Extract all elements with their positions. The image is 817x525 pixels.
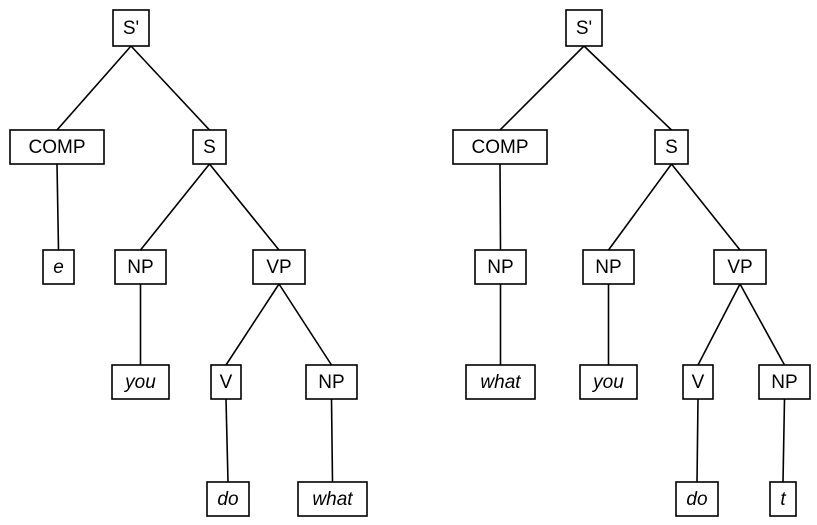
tree-node-R-do[interactable]: do (675, 481, 719, 517)
left-tree-edges (56, 45, 334, 483)
node-box-L-what (297, 481, 368, 517)
tree-node-L-what[interactable]: what (297, 481, 368, 517)
edges-layer (56, 45, 786, 483)
tree-node-R-COMP[interactable]: COMP (452, 129, 548, 165)
node-box-R-what (465, 364, 536, 400)
node-label-R-VP: VP (727, 257, 752, 278)
tree-node-L-COMP[interactable]: COMP (9, 129, 105, 165)
node-box-L-COMP (9, 129, 105, 165)
tree-node-L-Sbar[interactable]: S' (112, 9, 150, 47)
tree-edge-L-VP-to-L-V (225, 283, 280, 366)
tree-edge-R-S-to-R-NP1 (607, 163, 673, 251)
node-label-R-NP1: NP (595, 257, 621, 278)
tree-edge-R-Sbar-to-R-COMP (499, 45, 585, 131)
tree-node-L-V[interactable]: V (210, 364, 242, 400)
node-box-L-do (206, 481, 250, 517)
node-box-R-Sbar (565, 9, 603, 47)
node-box-R-NP0 (474, 249, 527, 285)
node-box-L-S (192, 129, 227, 165)
tree-edge-L-V-to-L-do (225, 398, 229, 483)
tree-node-R-NP1[interactable]: NP (582, 249, 635, 285)
tree-node-L-VP[interactable]: VP (252, 249, 306, 285)
tree-edge-R-COMP-to-R-NP0 (499, 163, 502, 251)
node-box-R-COMP (452, 129, 548, 165)
tree-node-R-you[interactable]: you (579, 364, 638, 400)
tree-edge-R-Sbar-to-R-S (583, 45, 673, 131)
node-label-L-COMP: COMP (29, 137, 86, 158)
tree-edge-L-Sbar-to-L-COMP (56, 45, 132, 131)
node-label-L-what: what (312, 489, 353, 510)
tree-edge-L-NP2-to-L-what (330, 398, 334, 483)
node-label-L-e: e (53, 257, 64, 278)
tree-edge-L-COMP-to-L-e (56, 163, 60, 251)
node-box-L-e (42, 249, 75, 285)
node-label-R-Sbar: S' (576, 18, 592, 39)
tree-node-R-S[interactable]: S (654, 129, 689, 165)
tree-edge-L-VP-to-L-NP2 (278, 283, 333, 366)
node-label-R-V: V (692, 372, 705, 393)
tree-node-R-Sbar[interactable]: S' (565, 9, 603, 47)
node-label-L-S: S (203, 137, 216, 158)
node-label-R-do: do (686, 489, 707, 510)
tree-edge-L-S-to-L-NP1 (139, 163, 211, 251)
node-box-L-Sbar (112, 9, 150, 47)
node-label-L-Sbar: S' (123, 18, 139, 39)
node-label-R-t: t (780, 489, 786, 510)
node-label-L-NP1: NP (127, 257, 153, 278)
right-tree-nodes: S' COMP S NP NP VP what you V NP do t (452, 9, 811, 517)
tree-node-L-you[interactable]: you (111, 364, 170, 400)
right-tree-edges (499, 45, 786, 483)
tree-node-R-NP2[interactable]: NP (758, 364, 811, 400)
node-box-R-V (682, 364, 714, 400)
node-label-L-VP: VP (266, 257, 291, 278)
node-box-L-you (111, 364, 170, 400)
tree-edge-R-VP-to-R-V (697, 283, 741, 366)
node-label-L-do: do (217, 489, 238, 510)
tree-edge-L-Sbar-to-L-S (130, 45, 211, 131)
node-box-R-do (675, 481, 719, 517)
tree-edge-R-NP2-to-R-t (782, 398, 786, 483)
node-label-R-NP2: NP (771, 372, 797, 393)
tree-edge-R-V-to-R-do (696, 398, 699, 483)
node-label-L-NP2: NP (318, 372, 344, 393)
tree-node-R-V[interactable]: V (682, 364, 714, 400)
tree-node-L-NP1[interactable]: NP (114, 249, 167, 285)
node-label-R-NP0: NP (487, 257, 513, 278)
tree-edge-R-S-to-R-VP (670, 163, 741, 251)
node-box-L-NP1 (114, 249, 167, 285)
node-label-R-COMP: COMP (472, 137, 529, 158)
node-box-R-S (654, 129, 689, 165)
tree-node-R-VP[interactable]: VP (713, 249, 767, 285)
tree-node-L-NP2[interactable]: NP (305, 364, 358, 400)
node-box-R-you (579, 364, 638, 400)
node-box-R-VP (713, 249, 767, 285)
tree-node-L-S[interactable]: S (192, 129, 227, 165)
node-box-L-V (210, 364, 242, 400)
node-box-L-VP (252, 249, 306, 285)
node-label-R-you: you (591, 372, 624, 393)
tree-node-R-what[interactable]: what (465, 364, 536, 400)
node-label-R-what: what (480, 372, 521, 393)
node-label-L-V: V (220, 372, 233, 393)
node-label-R-S: S (665, 137, 678, 158)
node-label-L-you: you (123, 372, 156, 393)
tree-edge-R-VP-to-R-NP2 (739, 283, 786, 366)
tree-node-R-t[interactable]: t (769, 481, 797, 517)
node-box-L-NP2 (305, 364, 358, 400)
tree-edge-L-S-to-L-VP (208, 163, 280, 251)
tree-node-R-NP0[interactable]: NP (474, 249, 527, 285)
tree-node-L-do[interactable]: do (206, 481, 250, 517)
node-box-R-t (769, 481, 797, 517)
node-box-R-NP1 (582, 249, 635, 285)
tree-node-L-e[interactable]: e (42, 249, 75, 285)
node-box-R-NP2 (758, 364, 811, 400)
